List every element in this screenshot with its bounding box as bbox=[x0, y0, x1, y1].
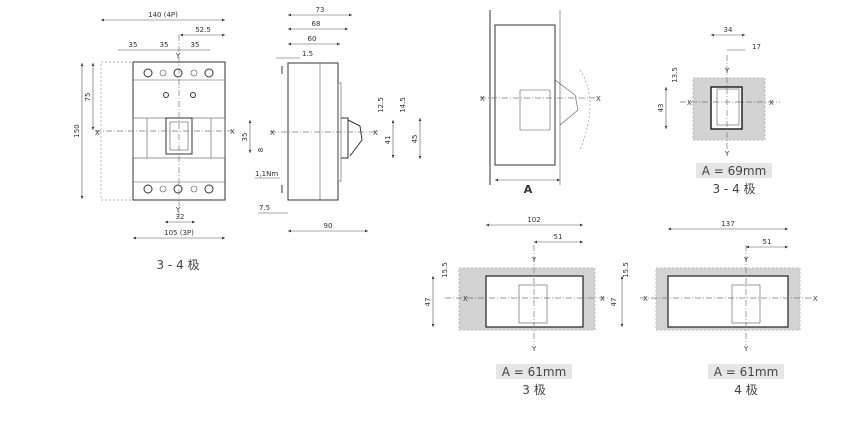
c3-caption: 3 极 bbox=[522, 383, 545, 397]
dim-32: 32 bbox=[176, 213, 185, 221]
panel-mount-view: X X A bbox=[480, 10, 601, 196]
dim-15-5-4p: 15.5 bbox=[622, 262, 630, 278]
cutout-4-pole: 137 51 15.5 47 X X Y Y A = 61mm 4 极 bbox=[610, 220, 818, 397]
dim-51-4p: 51 bbox=[763, 238, 772, 246]
terminal-screws bbox=[143, 68, 214, 194]
dim-105-3p: 105 (3P) bbox=[164, 229, 194, 237]
dim-35-b: 35 bbox=[160, 41, 169, 49]
side-view: 73 68 60 1.5 35 8 X X 1,1Nm 7.5 90 12.5 … bbox=[241, 6, 422, 233]
breaker-body-side bbox=[287, 62, 339, 201]
cutout-3-pole: 102 51 15.5 47 X X Y Y A = 61mm 3 极 bbox=[424, 216, 608, 397]
dim-140-4p: 140 (4P) bbox=[148, 11, 178, 19]
dim-8: 8 bbox=[257, 148, 265, 152]
dimension-a-label: A bbox=[524, 183, 533, 196]
dim-90: 90 bbox=[324, 222, 333, 230]
dim-60: 60 bbox=[308, 35, 317, 43]
dim-52-5: 52.5 bbox=[195, 26, 211, 34]
dim-137: 137 bbox=[721, 220, 734, 228]
cutout-3-4-pole: 34 17 13.5 43 X X Y Y A = 69mm 3 - 4 极 bbox=[657, 26, 780, 196]
dim-102: 102 bbox=[527, 216, 540, 224]
c3-axis-y-bottom: Y bbox=[531, 345, 537, 353]
dim-41: 41 bbox=[384, 136, 392, 145]
front-view-caption: 3 - 4 极 bbox=[156, 258, 199, 272]
c34-caption: 3 - 4 极 bbox=[712, 182, 755, 196]
c34-axis-x-right: X bbox=[769, 99, 774, 107]
side-axis-x-left: X bbox=[270, 129, 275, 137]
axis-x-right: X bbox=[230, 128, 235, 136]
c3-badge: A = 61mm bbox=[502, 365, 567, 379]
c3-axis-y-top: Y bbox=[531, 256, 537, 264]
dim-45: 45 bbox=[411, 135, 419, 144]
c3-axis-x-left: X bbox=[463, 295, 468, 303]
panel-axis-x-right: X bbox=[596, 95, 601, 103]
dim-35-a: 35 bbox=[129, 41, 138, 49]
dim-12-5: 12.5 bbox=[377, 97, 385, 113]
c4-axis-y-top: Y bbox=[743, 256, 749, 264]
dim-47-4p: 47 bbox=[610, 298, 618, 307]
axis-x-left: X bbox=[95, 129, 100, 137]
dim-1-5: 1.5 bbox=[302, 50, 313, 58]
axis-y-top: Y bbox=[175, 52, 181, 60]
dim-15-5-3p: 15.5 bbox=[441, 262, 449, 278]
c4-badge: A = 61mm bbox=[714, 365, 779, 379]
dim-13-5: 13.5 bbox=[671, 67, 679, 83]
dim-150: 150 bbox=[73, 124, 81, 137]
dim-17: 17 bbox=[752, 43, 761, 51]
dim-73: 73 bbox=[316, 6, 325, 14]
dim-7-5: 7.5 bbox=[259, 204, 270, 212]
c4-caption: 4 极 bbox=[734, 383, 757, 397]
dim-47-3p: 47 bbox=[424, 298, 432, 307]
dim-68: 68 bbox=[312, 20, 321, 28]
breaker-body-panel bbox=[494, 24, 556, 166]
dim-35: 35 bbox=[241, 133, 249, 142]
panel-axis-x-left: X bbox=[480, 95, 485, 103]
dim-35-c: 35 bbox=[191, 41, 200, 49]
c3-axis-x-right: X bbox=[600, 295, 605, 303]
torque-label: 1,1Nm bbox=[255, 170, 278, 178]
front-view: 140 (4P) 52.5 35 35 35 Y 150 75 X X Y 32… bbox=[73, 11, 235, 272]
side-handle bbox=[347, 119, 363, 157]
dim-34: 34 bbox=[724, 26, 733, 34]
dim-43: 43 bbox=[657, 104, 665, 113]
axis-y-bottom: Y bbox=[175, 206, 181, 214]
dim-75: 75 bbox=[84, 93, 92, 102]
dim-14-5: 14.5 bbox=[399, 97, 407, 113]
c34-axis-y-bottom: Y bbox=[724, 150, 730, 158]
side-axis-x-right: X bbox=[373, 129, 378, 137]
c4-axis-x-right: X bbox=[813, 295, 818, 303]
c34-axis-x-left: X bbox=[687, 99, 692, 107]
c34-badge: A = 69mm bbox=[702, 164, 767, 178]
c34-axis-y-top: Y bbox=[724, 67, 730, 75]
c4-axis-y-bottom: Y bbox=[743, 345, 749, 353]
dim-51-3p: 51 bbox=[554, 233, 563, 241]
c4-axis-x-left: X bbox=[643, 295, 648, 303]
